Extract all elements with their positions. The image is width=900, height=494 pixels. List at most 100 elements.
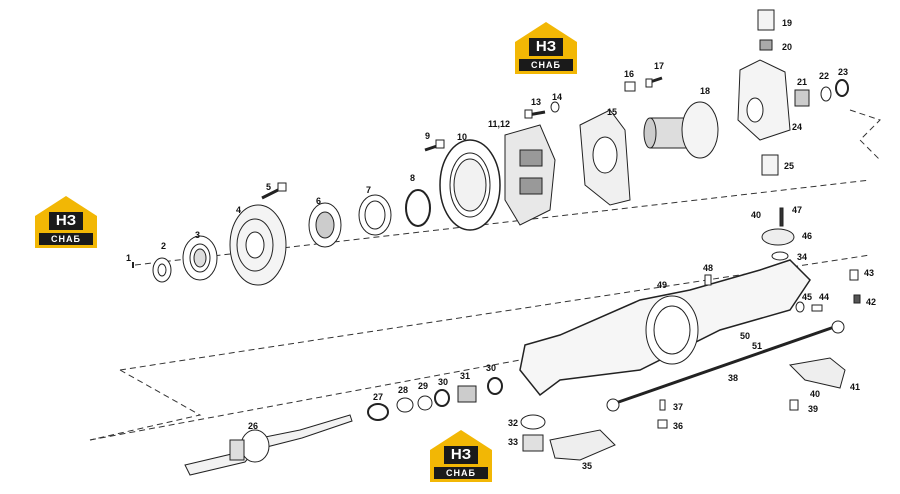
part-44 (811, 304, 823, 312)
callout-9: 9 (425, 131, 431, 141)
bearing-race-part (358, 194, 392, 236)
callout-7: 7 (366, 185, 372, 195)
bushing-part-33 (522, 434, 544, 452)
part-43 (849, 269, 859, 281)
ring-part-30a (434, 389, 450, 407)
callout-38: 38 (728, 373, 739, 383)
bolt-part-13 (524, 109, 546, 119)
grease-nipple-part (704, 274, 712, 286)
callout-17: 17 (654, 61, 665, 71)
brand-short: НЗ (49, 212, 83, 230)
callout-13: 13 (531, 97, 542, 107)
callout-51: 51 (752, 341, 763, 351)
assembly-axis-return (89, 369, 202, 441)
callout-31: 31 (460, 371, 471, 381)
callout-26: 26 (248, 421, 259, 431)
brake-caliper-part (504, 124, 556, 226)
callout-39: 39 (808, 404, 819, 414)
brand-short: НЗ (444, 446, 478, 464)
stub-axle-part (643, 101, 719, 159)
callout-16: 16 (624, 69, 635, 79)
callout-20: 20 (782, 42, 793, 52)
callout-6: 6 (316, 196, 322, 206)
nut-part (152, 257, 172, 283)
callout-4: 4 (236, 205, 242, 215)
callout-15: 15 (607, 107, 618, 117)
callout-25: 25 (784, 161, 795, 171)
tie-rod-end-left (606, 398, 620, 412)
callout-44: 44 (819, 292, 830, 302)
bearing-part-31 (457, 385, 477, 403)
washer-part-32 (520, 414, 546, 430)
callout-23: 23 (838, 67, 849, 77)
bushing-part-25 (761, 154, 779, 176)
callout-11-12: 11,12 (488, 119, 511, 129)
callout-18: 18 (700, 86, 711, 96)
cap-part-46 (761, 228, 795, 246)
callout-1: 1 (126, 253, 132, 263)
callout-49: 49 (657, 280, 668, 290)
ring-part-34 (771, 251, 789, 261)
callout-36: 36 (673, 421, 684, 431)
callout-10: 10 (457, 132, 468, 142)
callout-47: 47 (792, 205, 803, 215)
callout-27: 27 (373, 392, 384, 402)
callout-40b: 40 (751, 210, 762, 220)
callout-34: 34 (797, 252, 808, 262)
washer-part-29 (417, 395, 433, 411)
washer-part-14 (550, 101, 560, 113)
bolt-part-47 (779, 207, 784, 227)
callout-5: 5 (266, 182, 272, 192)
bearing-part-21 (794, 89, 810, 107)
ring-part-27 (367, 403, 389, 421)
callout-48: 48 (703, 263, 714, 273)
brand-logo: НЗ СНАБ (35, 196, 97, 248)
callout-14: 14 (552, 92, 563, 102)
callout-21: 21 (797, 77, 808, 87)
part-37 (659, 399, 666, 411)
steering-knuckle-part (737, 59, 791, 141)
callout-50: 50 (740, 331, 751, 341)
nut-part-36 (657, 419, 668, 429)
callout-3: 3 (195, 230, 201, 240)
callout-35: 35 (582, 461, 593, 471)
callout-45: 45 (802, 292, 813, 302)
brand-name: СНАБ (434, 467, 488, 479)
tie-rod-part (609, 323, 841, 407)
bolt-part-9 (424, 139, 445, 152)
kingpin-part (757, 9, 775, 31)
washer-part-28 (396, 397, 414, 413)
steering-arm-right (788, 357, 846, 389)
ring-part-30b (487, 377, 503, 395)
bushing-part-20 (759, 39, 773, 51)
assembly-axis-shaft (89, 359, 521, 441)
brand-name: СНАБ (39, 233, 93, 245)
callout-43: 43 (864, 268, 875, 278)
nut-part-16 (624, 81, 636, 92)
callout-40a: 40 (810, 389, 821, 399)
brand-name: СНАБ (519, 59, 573, 71)
part-42 (853, 294, 861, 304)
brand-logo: НЗ СНАБ (515, 22, 577, 74)
steering-arm-left (549, 429, 616, 461)
callout-22: 22 (819, 71, 830, 81)
seal-ring-part (405, 189, 431, 227)
callout-41: 41 (850, 382, 861, 392)
callout-29: 29 (418, 381, 429, 391)
callout-32: 32 (508, 418, 519, 428)
ring-part-23 (835, 79, 849, 97)
callout-46: 46 (802, 231, 813, 241)
callout-19: 19 (782, 18, 793, 28)
callout-2: 2 (161, 241, 167, 251)
tie-rod-end-right (831, 320, 845, 334)
bolt-part-39 (789, 399, 799, 411)
brand-short: НЗ (529, 38, 563, 56)
callout-33: 33 (508, 437, 519, 447)
callout-30b: 30 (486, 363, 497, 373)
bolt-part-5 (261, 182, 287, 200)
callout-42: 42 (866, 297, 877, 307)
callout-30a: 30 (438, 377, 449, 387)
callout-28: 28 (398, 385, 409, 395)
